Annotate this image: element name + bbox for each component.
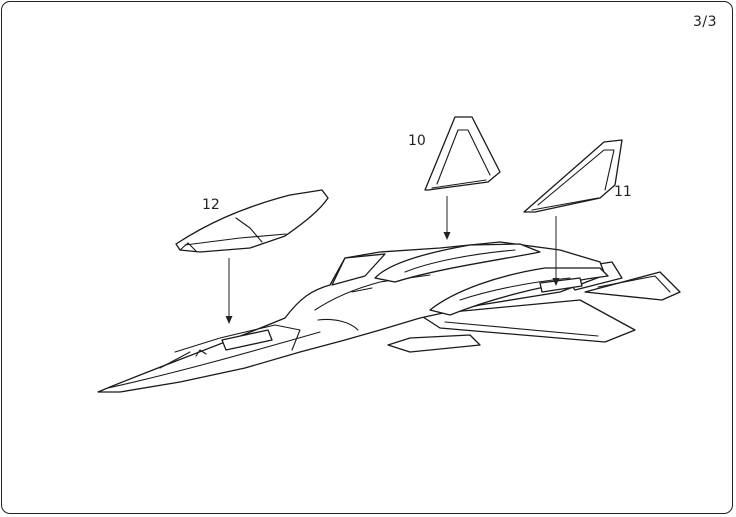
- assembly-arrow-11: [552, 216, 560, 286]
- aircraft-body: [97, 241, 681, 393]
- assembly-arrow-12: [225, 258, 233, 324]
- page-number: 3/3: [692, 14, 717, 30]
- part-12-canopy: [175, 189, 329, 253]
- part-10-fin: [424, 116, 501, 191]
- assembly-arrow-10: [443, 196, 451, 240]
- part-label-10: 10: [408, 133, 426, 149]
- part-11-fin: [523, 139, 623, 213]
- part-label-12: 12: [202, 197, 220, 213]
- part-label-11: 11: [614, 184, 632, 200]
